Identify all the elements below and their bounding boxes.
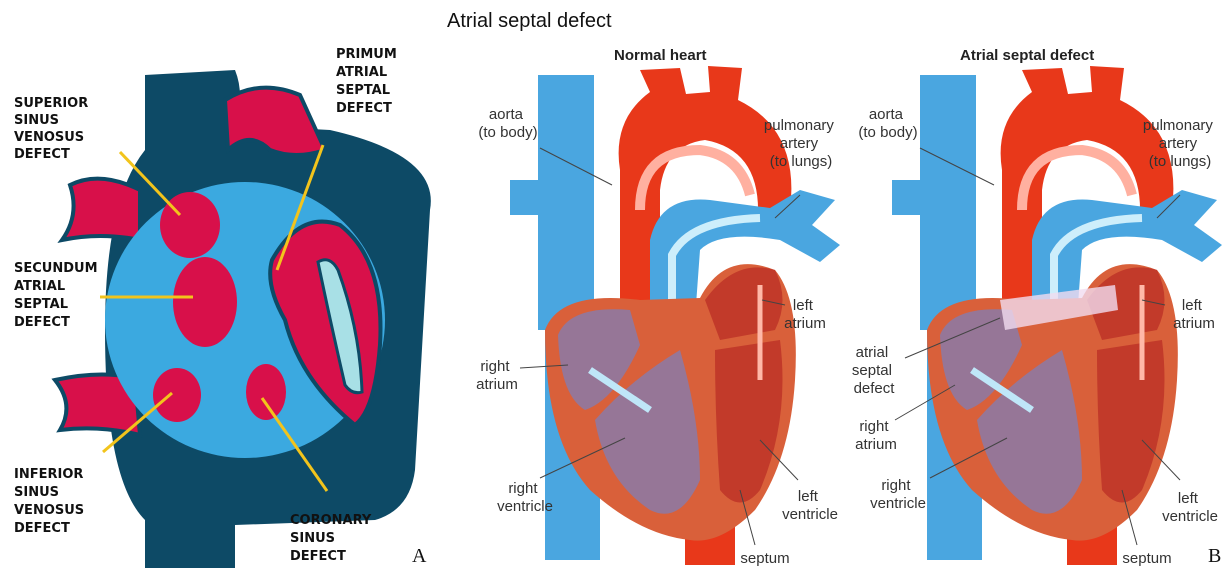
inferior-sinus-venosus-label: INFERIOR SINUS VENOSUS DEFECT — [14, 467, 89, 536]
asd-left-ventricle-label: left ventricle — [1162, 490, 1218, 525]
panel-b-letter: B — [1208, 545, 1221, 567]
normal-heart: Normal heart — [476, 47, 840, 567]
asd-right-ventricle-label: right ventricle — [870, 477, 926, 512]
normal-right-ventricle-label: right ventricle — [497, 480, 553, 515]
coronary-sinus-defect-hole — [246, 364, 286, 420]
coronary-sinus-label: CORONARY SINUS DEFECT — [290, 513, 376, 564]
panel-a: SUPERIOR SINUS VENOSUS DEFECT PRIMUM ATR… — [14, 47, 431, 568]
asd-defect-label: atrial septal defect — [852, 344, 896, 397]
asd-left-atrium-label: left atrium — [1173, 297, 1215, 332]
asd-right-atrium-label: right atrium — [855, 418, 897, 453]
secundum-defect-hole — [173, 257, 237, 347]
asd-heart: Atrial septal defect — [852, 47, 1222, 567]
asd-aorta-label: aorta (to body) — [858, 106, 917, 141]
normal-aorta-label: aorta (to body) — [478, 106, 537, 141]
panel-b-title: Atrial septal defect — [447, 10, 612, 32]
asd-septum-label: septum — [1122, 550, 1171, 567]
normal-right-pulmonary-veins — [510, 180, 545, 215]
asd-right-pulmonary-veins — [892, 180, 927, 215]
normal-heart-subtitle: Normal heart — [614, 47, 707, 64]
superior-sinus-venosus-label: SUPERIOR SINUS VENOSUS DEFECT — [14, 96, 93, 162]
inferior-sinus-defect-hole — [153, 368, 201, 422]
secundum-atrial-septal-label: SECUNDUM ATRIAL SEPTAL DEFECT — [14, 261, 102, 330]
panel-b: Atrial septal defect Normal heart — [447, 10, 1222, 567]
normal-septum-label: septum — [740, 550, 789, 567]
normal-right-atrium-label: right atrium — [476, 358, 518, 393]
left-upper-vessel — [62, 179, 140, 240]
normal-left-ventricle-label: left ventricle — [782, 488, 838, 523]
normal-left-atrium-label: left atrium — [784, 297, 826, 332]
primum-atrial-septal-label: PRIMUM ATRIAL SEPTAL DEFECT — [336, 47, 401, 116]
asd-heart-subtitle: Atrial septal defect — [960, 47, 1094, 64]
panel-a-letter: A — [412, 545, 427, 567]
